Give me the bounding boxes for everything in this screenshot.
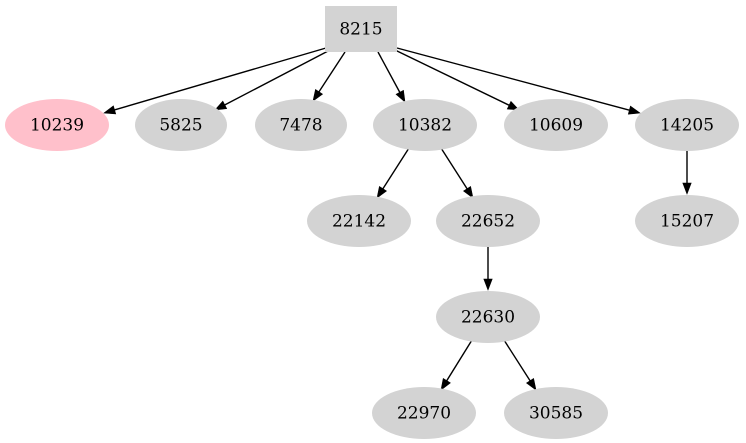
graph-node-22652[interactable]: 22652 bbox=[436, 195, 540, 247]
graph-edge bbox=[394, 49, 520, 111]
node-label: 10382 bbox=[398, 116, 452, 136]
edge-line bbox=[440, 147, 469, 191]
edge-arrowhead-icon bbox=[506, 100, 520, 111]
node-ellipse[interactable] bbox=[436, 291, 540, 343]
edge-arrowhead-icon bbox=[312, 89, 324, 102]
node-ellipse[interactable] bbox=[436, 195, 540, 247]
edge-arrowhead-icon bbox=[627, 105, 641, 115]
edge-line bbox=[377, 51, 402, 94]
edge-arrowhead-icon bbox=[463, 185, 474, 199]
edge-arrowhead-icon bbox=[440, 377, 451, 391]
edge-line bbox=[394, 49, 511, 107]
edge-arrowhead-icon bbox=[682, 182, 692, 195]
node-ellipse[interactable] bbox=[504, 387, 608, 439]
graph-edge bbox=[503, 339, 537, 391]
graph-node-10382[interactable]: 10382 bbox=[373, 99, 477, 151]
node-ellipse[interactable] bbox=[255, 99, 347, 151]
node-ellipse[interactable] bbox=[372, 387, 476, 439]
edge-line bbox=[381, 147, 410, 191]
edge-arrowhead-icon bbox=[395, 89, 406, 103]
node-ellipse[interactable] bbox=[5, 99, 109, 151]
node-rect[interactable] bbox=[325, 6, 397, 52]
edge-line bbox=[317, 51, 346, 94]
edge-arrowhead-icon bbox=[526, 377, 537, 391]
edge-arrowhead-icon bbox=[103, 105, 117, 115]
graph-node-7478[interactable]: 7478 bbox=[255, 99, 347, 151]
graph-edge bbox=[376, 147, 410, 199]
node-label: 8215 bbox=[339, 20, 382, 40]
edge-arrowhead-icon bbox=[483, 278, 493, 291]
node-ellipse[interactable] bbox=[635, 195, 739, 247]
graph-edge bbox=[103, 47, 327, 115]
graph-node-8215[interactable]: 8215 bbox=[325, 6, 397, 52]
node-ellipse[interactable] bbox=[635, 99, 739, 151]
graph-node-30585[interactable]: 30585 bbox=[504, 387, 608, 439]
edge-line bbox=[396, 47, 632, 112]
node-ellipse[interactable] bbox=[135, 99, 227, 151]
graph-edge bbox=[312, 51, 346, 102]
graph-node-22142[interactable]: 22142 bbox=[307, 195, 411, 247]
graph-node-22630[interactable]: 22630 bbox=[436, 291, 540, 343]
graph-node-10609[interactable]: 10609 bbox=[504, 99, 608, 151]
graph-node-15207[interactable]: 15207 bbox=[635, 195, 739, 247]
node-label: 22630 bbox=[461, 308, 515, 328]
node-label: 22970 bbox=[397, 404, 451, 424]
graph-node-5825[interactable]: 5825 bbox=[135, 99, 227, 151]
node-label: 15207 bbox=[660, 212, 714, 232]
graph-edge bbox=[396, 47, 641, 115]
node-label: 5825 bbox=[159, 116, 202, 136]
node-label: 30585 bbox=[529, 404, 583, 424]
graph-node-10239[interactable]: 10239 bbox=[5, 99, 109, 151]
graph-node-14205[interactable]: 14205 bbox=[635, 99, 739, 151]
node-label: 7478 bbox=[279, 116, 322, 136]
node-label: 22142 bbox=[332, 212, 386, 232]
node-ellipse[interactable] bbox=[373, 99, 477, 151]
edge-line bbox=[223, 49, 331, 107]
edge-line bbox=[503, 339, 532, 383]
edge-arrowhead-icon bbox=[376, 185, 387, 199]
graph-edge bbox=[214, 49, 331, 111]
node-label: 22652 bbox=[461, 212, 515, 232]
edges-layer bbox=[103, 47, 692, 391]
graph-edge bbox=[483, 247, 493, 291]
graph-edge bbox=[377, 51, 406, 103]
graph-edge bbox=[682, 151, 692, 195]
node-label: 10239 bbox=[30, 116, 84, 136]
graph-edge bbox=[440, 147, 474, 199]
graph-edge bbox=[440, 339, 473, 391]
graph-node-22970[interactable]: 22970 bbox=[372, 387, 476, 439]
edge-arrowhead-icon bbox=[214, 100, 228, 111]
nodes-layer: 8215 10239 5825 7478 10382 10609 14205 22142 226… bbox=[5, 6, 739, 439]
edge-line bbox=[112, 47, 327, 112]
node-ellipse[interactable] bbox=[307, 195, 411, 247]
node-ellipse[interactable] bbox=[504, 99, 608, 151]
edge-line bbox=[445, 339, 473, 383]
node-label: 10609 bbox=[529, 116, 583, 136]
node-label: 14205 bbox=[660, 116, 714, 136]
